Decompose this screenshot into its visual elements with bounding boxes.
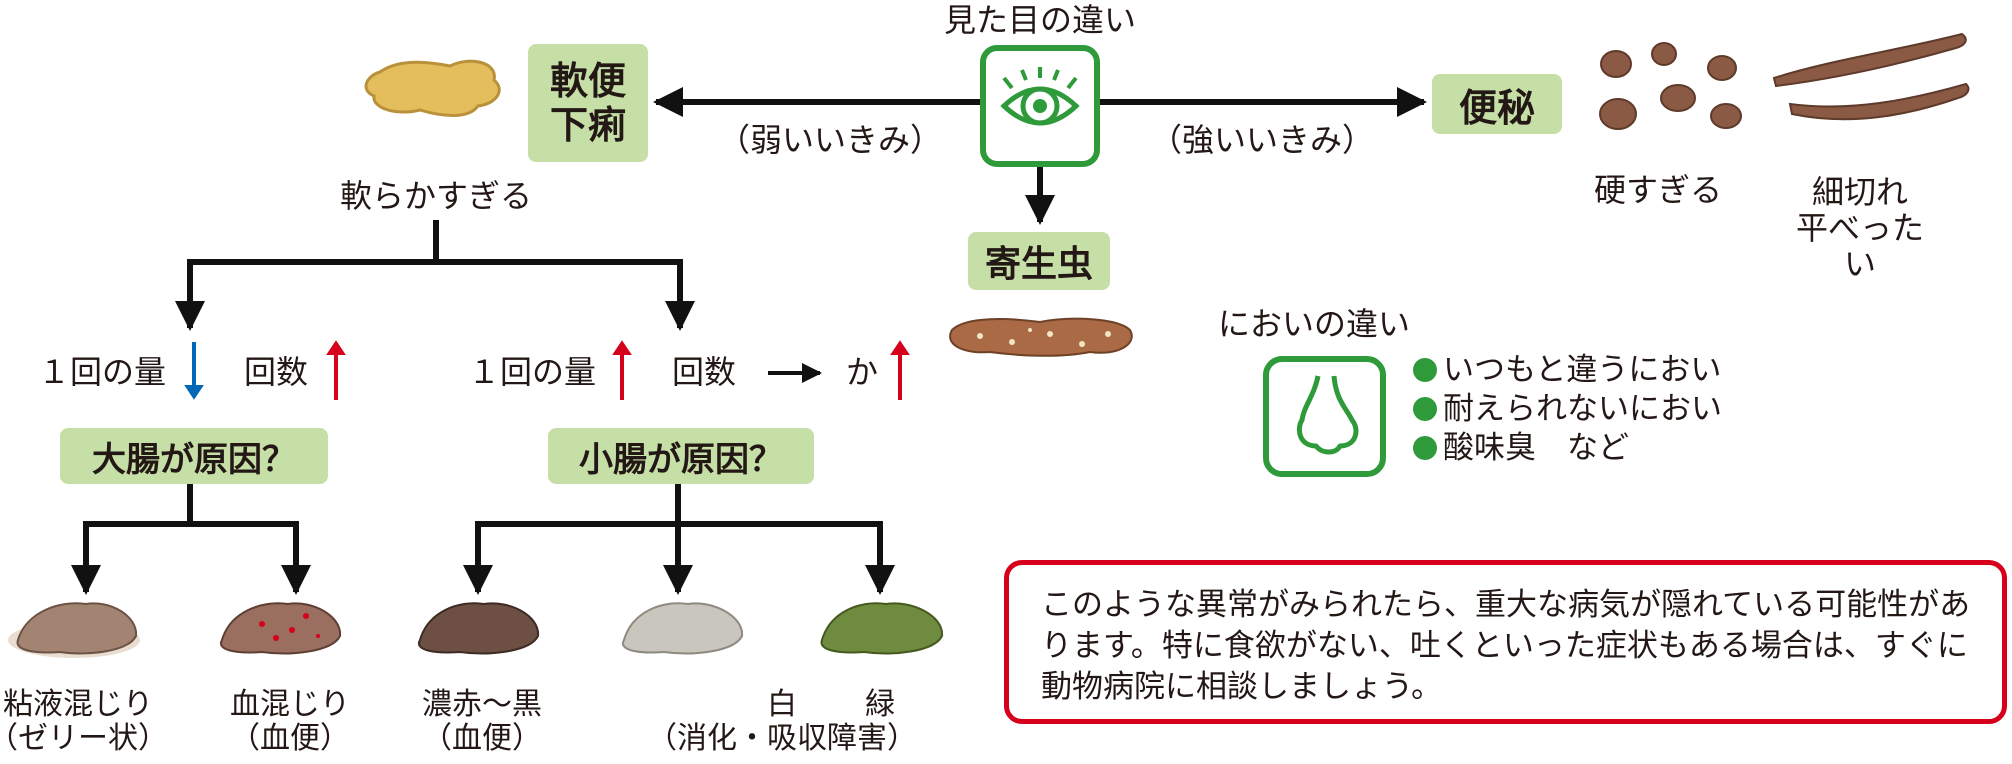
large-intestine-box: 大腸が原因？: [60, 428, 328, 484]
small-intestine-box: 小腸が原因？: [548, 428, 814, 484]
mucus-stool-illustration: [8, 602, 140, 658]
green-stool-illustration: [820, 602, 944, 655]
thin-flat-caption: 細切れ 平べったい: [1795, 173, 1924, 283]
too-hard-caption: 硬すぎる: [1593, 171, 1723, 209]
green-caption: 緑: [865, 687, 895, 722]
white-caption: 白 （消化・吸収障害）: [647, 687, 917, 756]
smell-item: いつもと違うにおい: [1413, 351, 1722, 390]
right-or-label: か: [846, 353, 879, 391]
hard-stool-illustration: [1599, 42, 1742, 130]
dark-caption: 濃赤～黒 （血便）: [422, 687, 542, 756]
strong-strain-label: （強いいきみ）: [1149, 121, 1375, 159]
smell-title: においの違い: [1218, 305, 1411, 343]
warning-note: このような異常がみられたら、重大な病気が隠れている可能性があります。特に食欲がな…: [1004, 560, 2007, 724]
nose-icon: [1263, 356, 1386, 477]
bullet-icon: [1413, 358, 1437, 382]
eye-icon: [980, 45, 1100, 167]
constipation-box: 便秘: [1432, 74, 1562, 134]
parasite-stool-illustration: [949, 317, 1133, 357]
left-count-label: 回数: [244, 353, 309, 391]
bullet-icon: [1413, 397, 1437, 421]
blood-caption: 血混じり （血便）: [230, 687, 350, 756]
smell-item: 酸味臭 など: [1413, 429, 1722, 468]
too-soft-label: 軟らかすぎる: [339, 177, 533, 215]
parasite-box: 寄生虫: [968, 232, 1110, 290]
soft-stool-illustration: [364, 59, 501, 117]
soft-stool-box: 軟便 下痢: [528, 44, 648, 162]
white-stool-illustration: [621, 602, 744, 655]
mucus-caption: 粘液混じり （ゼリー状）: [0, 687, 168, 756]
dark-stool-illustration: [417, 602, 540, 655]
appearance-title: 見た目の違い: [943, 1, 1137, 39]
indicator-arrows: [184, 340, 910, 400]
connector-lines: [71, 87, 1427, 595]
smell-item: 耐えられないにおい: [1413, 390, 1722, 429]
left-amount-label: １回の量: [38, 353, 167, 391]
bullet-icon: [1413, 436, 1437, 460]
weak-strain-label: （弱いいきみ）: [717, 121, 943, 159]
bloody-stool-illustration: [219, 602, 342, 655]
smell-list: いつもと違うにおい 耐えられないにおい 酸味臭 など: [1413, 351, 1722, 468]
right-count-label: 回数: [672, 353, 737, 391]
right-amount-label: １回の量: [468, 353, 597, 391]
thin-stool-illustration: [1772, 32, 1970, 121]
